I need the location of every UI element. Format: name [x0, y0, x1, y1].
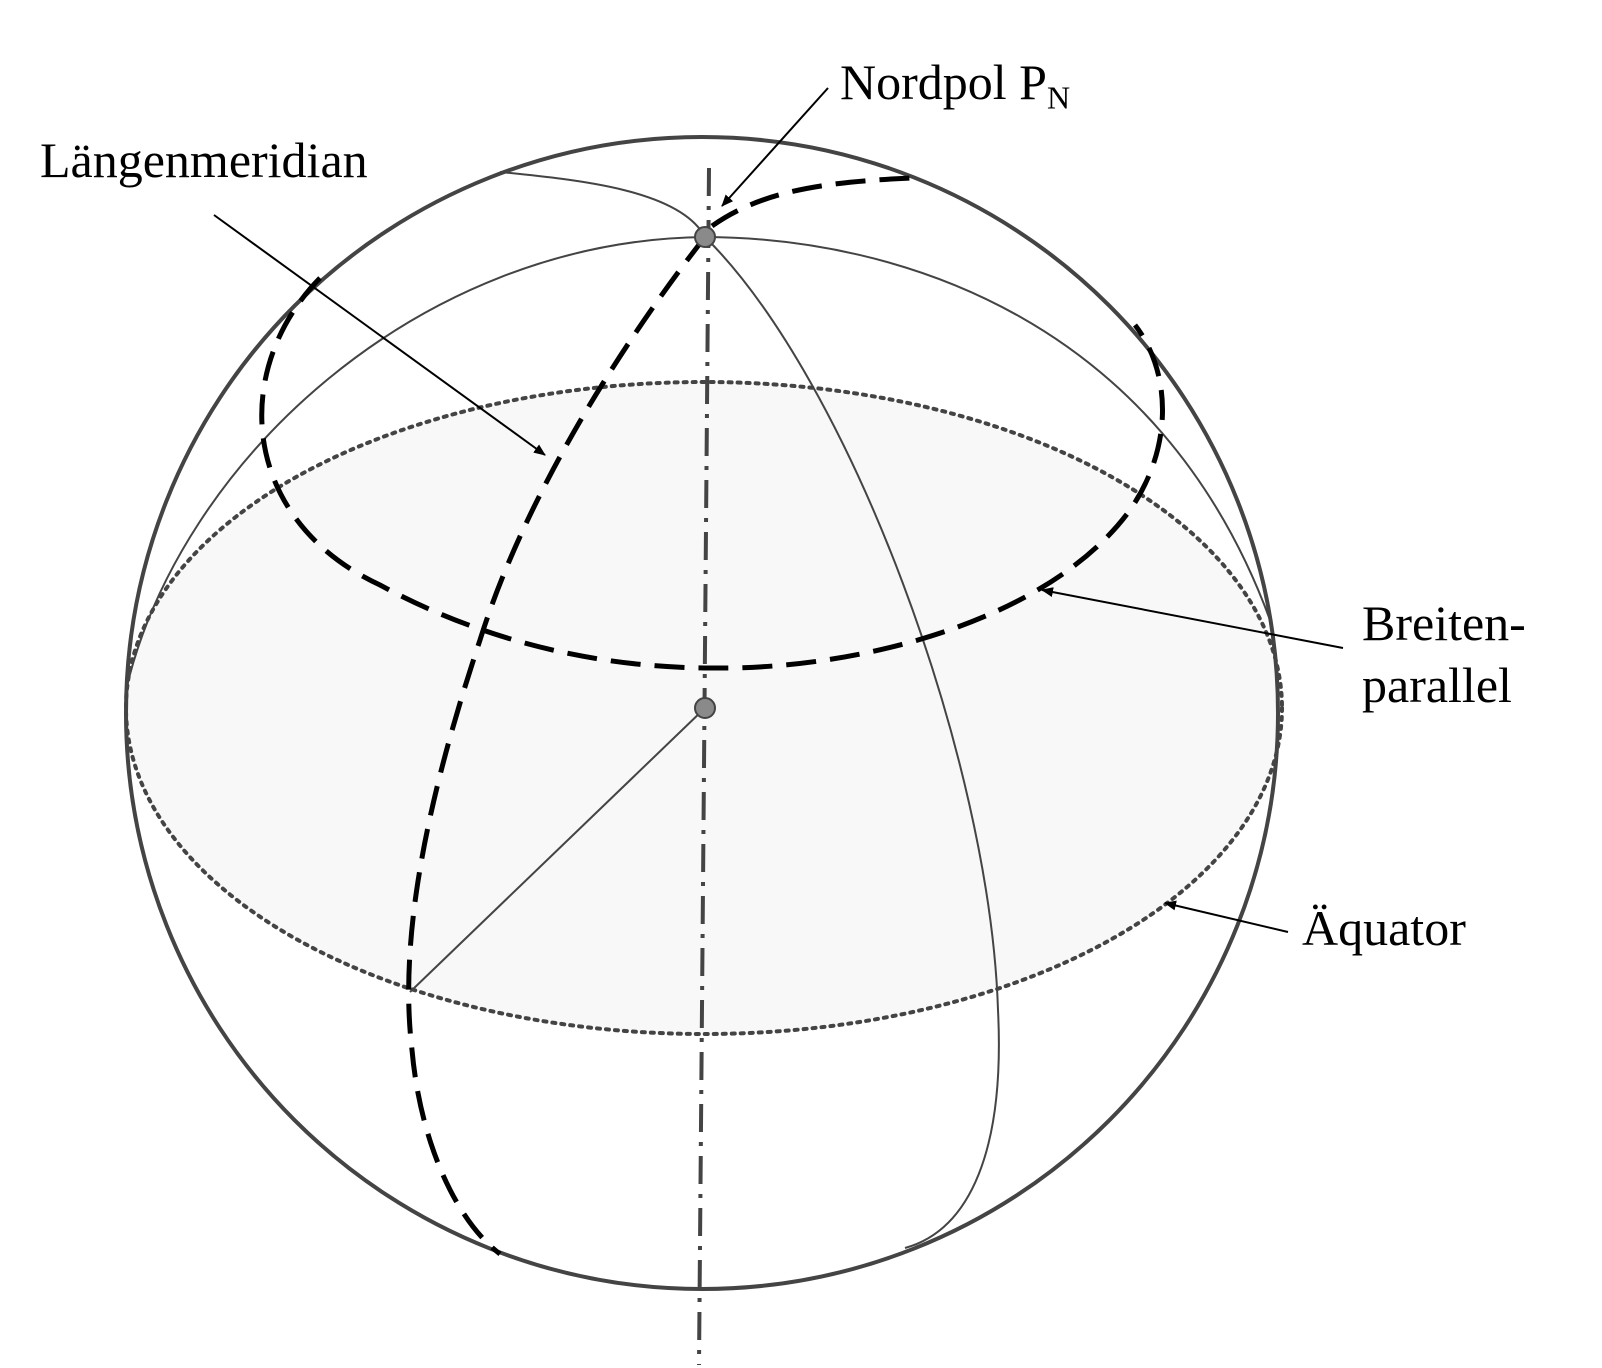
center-point [694, 697, 716, 719]
polar-axis [697, 167, 711, 1366]
laengenmeridian-arrow [213, 214, 546, 456]
breitenparallel-label: Breiten- parallel [1362, 592, 1526, 716]
nordpol-label-sub: N [1046, 79, 1071, 116]
sphere-outline [124, 135, 1280, 1291]
back-meridian-arc [499, 171, 706, 238]
breitenparallel-arrow [1041, 587, 1344, 649]
latitude-parallel [259, 276, 1165, 671]
laengenmeridian-label: Längenmeridian [40, 132, 368, 188]
radius-line [409, 707, 706, 993]
aequator-label: Äquator [1302, 900, 1466, 956]
aequator-arrow [1164, 900, 1289, 933]
latitude-parallel-back [710, 175, 913, 229]
breitenparallel-label-line2: parallel [1362, 657, 1512, 713]
meridian-right [704, 236, 1000, 1249]
nordpol-label: Nordpol PN [840, 52, 1070, 114]
north-pole-point [694, 226, 716, 248]
longitude-meridian [406, 235, 707, 1256]
nordpol-label-main: Nordpol P [840, 54, 1047, 110]
breitenparallel-label-line1: Breiten- [1362, 595, 1526, 651]
nordpol-arrow [721, 87, 829, 207]
